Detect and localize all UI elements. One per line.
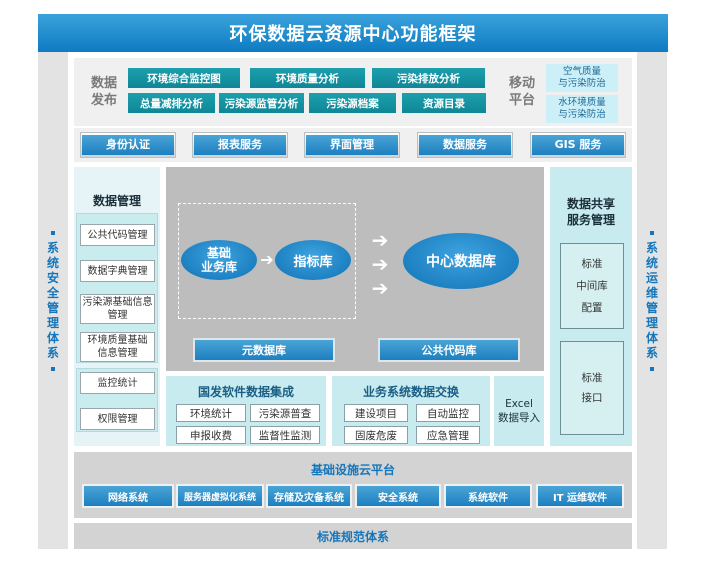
guofa-item[interactable]: 污染源普查 bbox=[250, 404, 320, 422]
service-button[interactable]: 报表服务 bbox=[192, 132, 288, 158]
publish-tile[interactable]: 污染排放分析 bbox=[372, 68, 485, 88]
data-mgmt-item[interactable]: 权限管理 bbox=[80, 408, 155, 430]
bullet-icon bbox=[51, 230, 55, 235]
publish-tile[interactable]: 环境综合监控图 bbox=[128, 68, 240, 88]
security-system-column: 系统安全管理体系 bbox=[38, 52, 68, 549]
infra-item[interactable]: 存储及灾备系统 bbox=[266, 484, 352, 508]
publish-tile[interactable]: 污染源档案 bbox=[309, 93, 396, 113]
sharing-box-interface[interactable]: 标准 接口 bbox=[560, 341, 624, 435]
publish-tile[interactable]: 总量减排分析 bbox=[128, 93, 215, 113]
data-mgmt-title: 数据管理 bbox=[92, 193, 141, 208]
mobile-item[interactable]: 水环境质量与污染防治 bbox=[546, 95, 618, 123]
publish-tile[interactable]: 资源目录 bbox=[402, 93, 486, 113]
publish-tile[interactable]: 环境质量分析 bbox=[250, 68, 365, 88]
guofa-item[interactable]: 环境统计 bbox=[176, 404, 246, 422]
ops-system-column: 系统运维管理体系 bbox=[637, 52, 667, 549]
sharing-title: 数据共享服务管理 bbox=[566, 197, 615, 227]
center-db-node[interactable]: 中心数据库 bbox=[403, 233, 519, 289]
bullet-icon bbox=[650, 230, 654, 235]
infra-item[interactable]: 网络系统 bbox=[82, 484, 174, 508]
sharing-box-text: 中间库 bbox=[576, 280, 608, 292]
service-label: 界面管理 bbox=[306, 135, 398, 155]
guofa-item[interactable]: 申报收费 bbox=[176, 426, 246, 444]
mobile-item[interactable]: 空气质量与污染防治 bbox=[546, 64, 618, 92]
exchange-item[interactable]: 自动监控 bbox=[416, 404, 480, 422]
data-mgmt-item[interactable]: 污染源基础信息管理 bbox=[80, 294, 155, 324]
service-label: 报表服务 bbox=[194, 135, 286, 155]
index-db-node[interactable]: 指标库 bbox=[275, 240, 351, 280]
data-mgmt-item[interactable]: 公共代码管理 bbox=[80, 224, 155, 246]
page-title: 环保数据云资源中心功能框架 bbox=[38, 14, 668, 52]
data-mgmt-item[interactable]: 数据字典管理 bbox=[80, 260, 155, 282]
sharing-box-config[interactable]: 标准 中间库 配置 bbox=[560, 243, 624, 329]
exchange-item[interactable]: 固废危废 bbox=[344, 426, 408, 444]
sharing-box-text: 标准 bbox=[581, 372, 603, 384]
service-button[interactable]: 身份认证 bbox=[80, 132, 176, 158]
arrow-right-icon: ➔ bbox=[260, 249, 274, 269]
bullet-icon bbox=[650, 366, 654, 371]
data-mgmt-item[interactable]: 环境质量基础信息管理 bbox=[80, 332, 155, 362]
base-db-node[interactable]: 基础业务库 bbox=[181, 240, 257, 280]
standard-system-bar: 标准规范体系 bbox=[74, 523, 632, 549]
exchange-item[interactable]: 建设项目 bbox=[344, 404, 408, 422]
core-dashed-group bbox=[178, 203, 356, 319]
service-button[interactable]: 数据服务 bbox=[417, 132, 513, 158]
sharing-box-text: 接口 bbox=[581, 392, 603, 404]
infra-item[interactable]: 服务器虚拟化系统 bbox=[176, 484, 264, 508]
service-button[interactable]: 界面管理 bbox=[304, 132, 400, 158]
mobile-label: 移动平台 bbox=[508, 76, 535, 108]
infra-item[interactable]: 系统软件 bbox=[444, 484, 532, 508]
arrow-right-icon: ➔➔➔ bbox=[371, 228, 389, 300]
publish-tile[interactable]: 污染源监管分析 bbox=[219, 93, 304, 113]
meta-db-bar[interactable]: 元数据库 bbox=[193, 338, 335, 362]
sharing-box-text: 标准 bbox=[581, 258, 603, 270]
infra-item[interactable]: 安全系统 bbox=[355, 484, 441, 508]
exchange-item[interactable]: 应急管理 bbox=[416, 426, 480, 444]
infra-item[interactable]: IT 运维软件 bbox=[536, 484, 624, 508]
sharing-box-text: 配置 bbox=[581, 302, 603, 314]
service-label: 数据服务 bbox=[419, 135, 511, 155]
service-button[interactable]: GIS 服务 bbox=[530, 132, 626, 158]
service-label: GIS 服务 bbox=[532, 135, 624, 155]
data-mgmt-item[interactable]: 监控统计 bbox=[80, 372, 155, 394]
bullet-icon bbox=[51, 366, 55, 371]
publish-label: 数据发布 bbox=[90, 76, 117, 108]
guofa-title: 国发软件数据集成 bbox=[197, 384, 294, 399]
ops-system-label: 系统运维管理体系 bbox=[645, 240, 658, 360]
guofa-item[interactable]: 监督性监测 bbox=[250, 426, 320, 444]
service-label: 身份认证 bbox=[82, 135, 174, 155]
code-db-bar[interactable]: 公共代码库 bbox=[378, 338, 520, 362]
infra-title: 基础设施云平台 bbox=[310, 462, 395, 477]
exchange-title: 业务系统数据交换 bbox=[362, 384, 459, 399]
security-system-label: 系统安全管理体系 bbox=[46, 240, 59, 360]
